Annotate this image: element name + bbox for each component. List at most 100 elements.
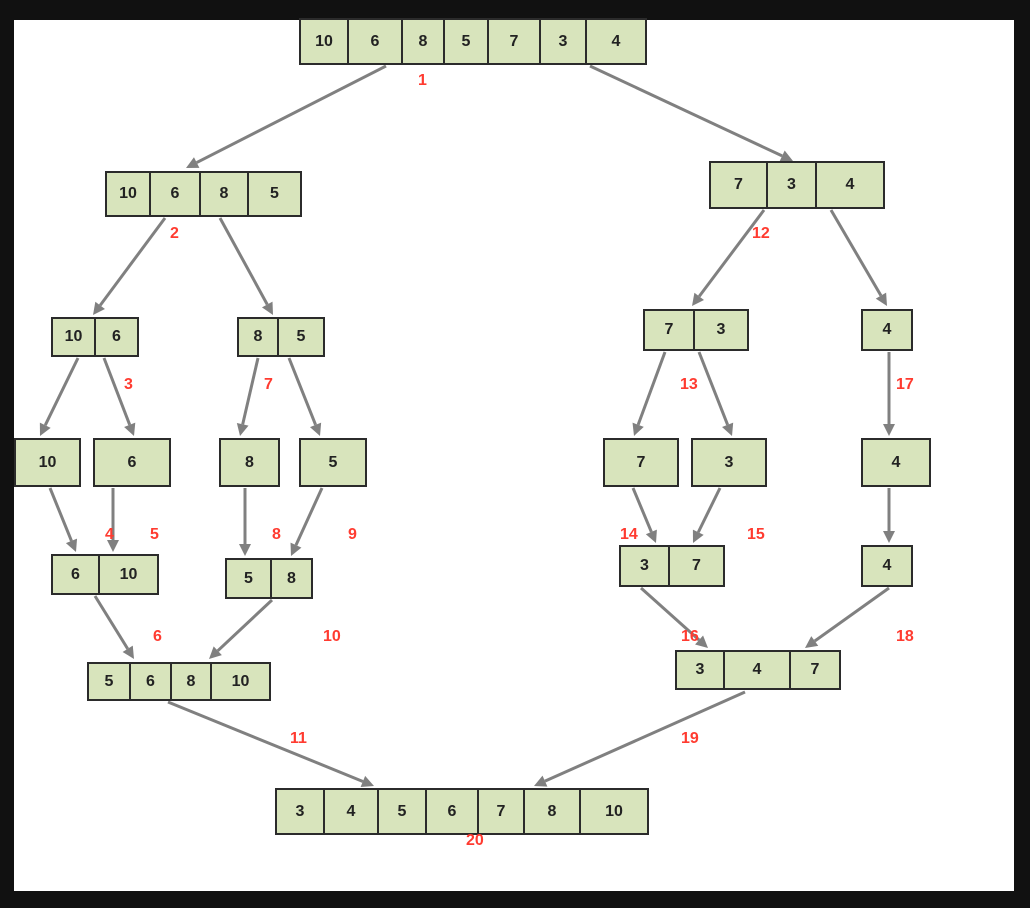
step-label-5: 5 (150, 526, 159, 543)
arrow-14 (48, 487, 78, 552)
array-cell: 8 (401, 20, 443, 63)
array-cell: 8 (253, 328, 263, 345)
array-cell: 10 (38, 453, 57, 471)
arrow-21 (93, 595, 134, 659)
array-cell: 6 (127, 453, 137, 471)
step-label-6: 6 (153, 628, 162, 645)
arrow-1 (186, 64, 387, 168)
step-label-15: 15 (747, 526, 765, 543)
array-cell: 4 (891, 453, 901, 471)
arrow-2 (589, 64, 793, 162)
arrow-17 (290, 487, 324, 556)
array-cell: 3 (295, 802, 305, 820)
array-cell: 8 (199, 173, 247, 215)
arrow-19 (692, 487, 722, 543)
array-cell: 5 (377, 790, 425, 833)
array-node-m4: 4 (861, 545, 913, 587)
step-label-7: 7 (264, 376, 273, 393)
array-cell: 6 (149, 173, 199, 215)
array-cell: 6 (425, 790, 477, 833)
arrow-13 (883, 352, 895, 436)
array-cell: 10 (119, 185, 137, 202)
array-cell: 7 (487, 20, 539, 63)
arrow-22 (209, 598, 274, 659)
step-label-14: 14 (620, 526, 638, 543)
array-cell: 3 (693, 311, 747, 349)
array-cell: 8 (270, 560, 311, 597)
array-cell: 4 (815, 163, 883, 207)
array-cell: 3 (539, 20, 585, 63)
arrow-4 (218, 217, 273, 315)
arrow-18 (631, 487, 657, 543)
arrow-25 (167, 700, 374, 788)
array-cell: 6 (94, 319, 137, 355)
array-cell: 10 (579, 790, 647, 833)
array-cell: 7 (789, 652, 839, 688)
array-cell: 5 (104, 672, 114, 690)
array-cell: 6 (129, 664, 170, 699)
array-cell: 5 (244, 569, 253, 587)
array-node-l7: 7 (603, 438, 679, 487)
array-cell: 7 (477, 790, 523, 833)
step-label-13: 13 (680, 376, 698, 393)
step-label-17: 17 (896, 376, 914, 393)
array-cell: 7 (734, 176, 743, 193)
array-cell: 8 (170, 664, 210, 699)
array-node-l3: 3 (691, 438, 767, 487)
arrow-20 (883, 488, 895, 543)
step-label-8: 8 (272, 526, 281, 543)
array-cell: 5 (277, 319, 323, 355)
array-cell: 3 (695, 661, 705, 678)
array-cell: 10 (64, 328, 83, 345)
array-cell: 10 (315, 32, 333, 50)
array-cell: 7 (636, 453, 646, 471)
arrow-24 (805, 586, 890, 648)
arrow-11 (632, 351, 667, 436)
array-node-m610: 6 10 (51, 554, 159, 595)
arrow-6 (829, 209, 887, 306)
array-cell: 7 (668, 547, 723, 585)
array-node-l8: 8 (219, 438, 280, 487)
array-cell: 4 (585, 20, 645, 63)
array-cell: 4 (882, 321, 892, 338)
arrow-12 (697, 351, 734, 436)
array-cell: 6 (71, 565, 80, 583)
array-cell: 4 (723, 652, 789, 688)
arrow-9 (236, 357, 260, 436)
array-cell: 5 (328, 453, 338, 471)
array-node-l4: 4 (861, 438, 931, 487)
array-cell: 3 (724, 453, 734, 471)
arrow-7 (39, 357, 80, 436)
array-cell: 3 (766, 163, 815, 207)
arrow-10 (287, 357, 322, 436)
array-cell: 10 (210, 664, 269, 699)
array-cell: 3 (640, 557, 649, 574)
arrow-23 (639, 586, 708, 648)
step-label-18: 18 (896, 628, 914, 645)
array-cell: 10 (98, 556, 157, 593)
step-label-3: 3 (124, 376, 133, 393)
array-cell: 8 (523, 790, 579, 833)
arrow-5 (692, 209, 766, 306)
arrow-3 (93, 217, 167, 315)
array-cell: 5 (247, 173, 300, 215)
step-label-19: 19 (681, 730, 699, 747)
array-node-n17: 4 (861, 309, 913, 351)
step-label-16: 16 (681, 628, 699, 645)
array-node-l6: 6 (93, 438, 171, 487)
array-node-l5: 5 (299, 438, 367, 487)
array-cell: 5 (443, 20, 487, 63)
step-label-12: 12 (752, 225, 770, 242)
arrow-8 (102, 357, 136, 436)
array-cell: 8 (245, 453, 254, 471)
step-label-9: 9 (348, 526, 357, 543)
